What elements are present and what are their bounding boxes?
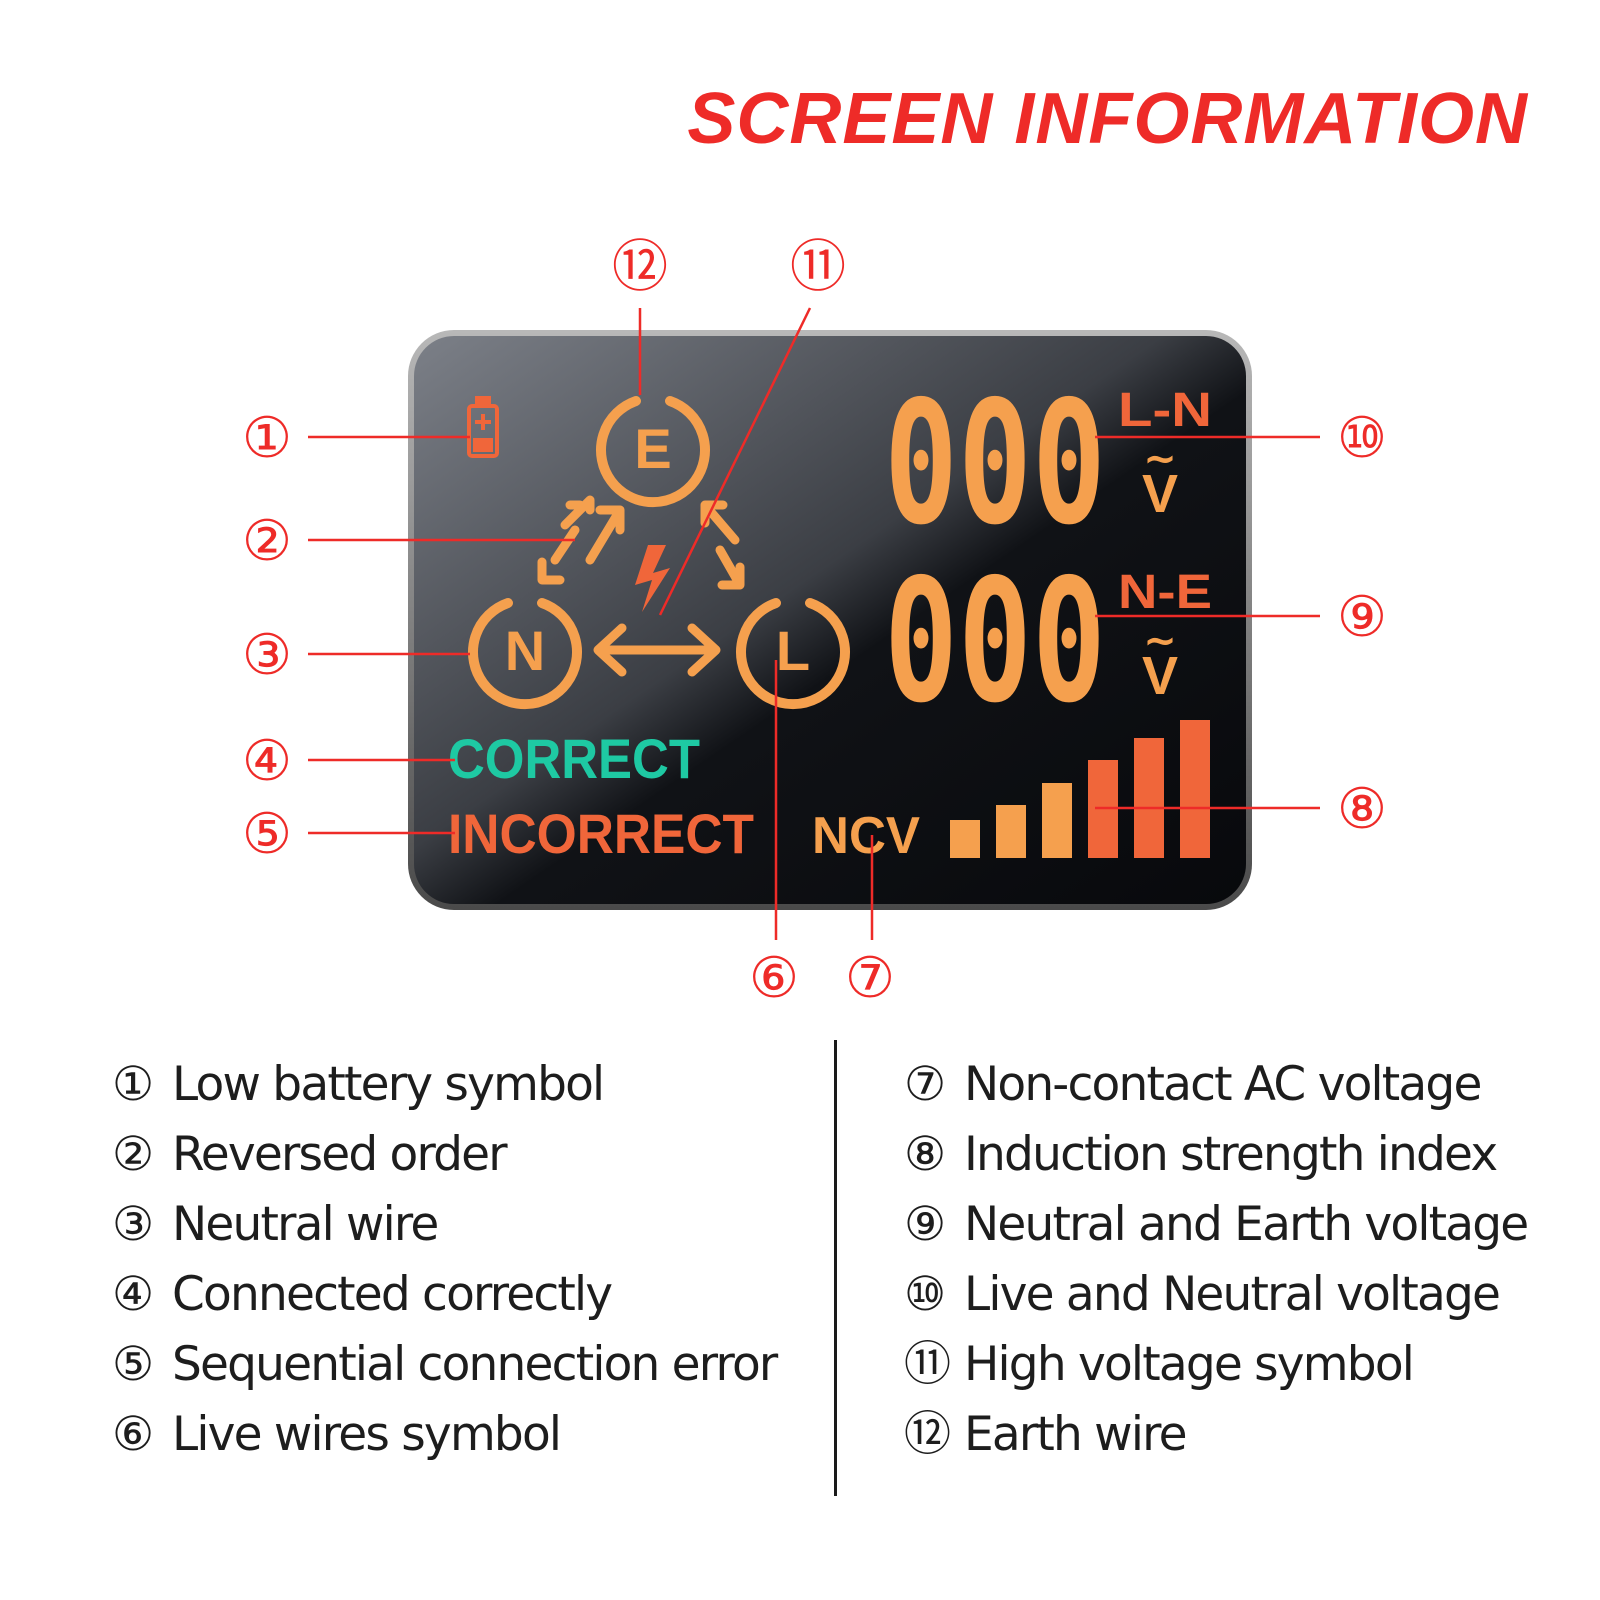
status-incorrect: INCORRECT: [448, 802, 754, 865]
legend-text: Induction strength index: [964, 1127, 1498, 1182]
callout-line-11: [658, 307, 812, 616]
ncv-bar-2: [996, 805, 1026, 858]
legend-num: ③: [112, 1197, 155, 1252]
legend-item: ⑨ Neutral and Earth voltage: [904, 1190, 1529, 1260]
callout-11: ⑪: [790, 235, 846, 300]
legend-text: Non-contact AC voltage: [964, 1057, 1482, 1112]
legend-text: Live and Neutral voltage: [964, 1267, 1501, 1322]
terminal-e-label: E: [634, 417, 671, 480]
terminal-e: E: [596, 396, 710, 508]
terminal-l: L: [736, 598, 850, 710]
callout-10: ⑩: [1337, 406, 1387, 471]
legend-num: ⑩: [904, 1267, 947, 1322]
legend-text: Reversed order: [172, 1127, 508, 1182]
ncv-bar-1: [950, 820, 980, 858]
callout-8: ⑧: [1337, 777, 1387, 842]
legend-item: ① Low battery symbol: [112, 1050, 776, 1120]
reading-top-ac-symbol: ~: [1143, 436, 1177, 482]
reading-bottom-value: 000: [884, 543, 1106, 741]
legend-item: ⑤ Sequential connection error: [112, 1330, 778, 1400]
legend-text: Sequential connection error: [172, 1337, 778, 1392]
legend-num: ⑧: [904, 1127, 947, 1182]
callout-2: ②: [242, 509, 292, 574]
legend-num: ④: [112, 1267, 155, 1322]
battery-low-icon: [467, 396, 499, 458]
reading-bottom-ac-symbol: ~: [1143, 618, 1177, 664]
legend-item: ② Reversed order: [112, 1120, 776, 1190]
legend-num: ⑨: [904, 1197, 947, 1252]
legend-text: Neutral and Earth voltage: [964, 1197, 1529, 1252]
legend-item: ⑧ Induction strength index: [904, 1120, 1527, 1190]
terminal-n-ring: [468, 598, 582, 710]
legend-item: ⑦ Non-contact AC voltage: [904, 1050, 1527, 1120]
legend-num: ⑤: [112, 1337, 155, 1392]
legend-text: Connected correctly: [172, 1267, 613, 1322]
legend-num: ⑫: [904, 1407, 951, 1462]
callout-4: ④: [242, 729, 292, 794]
terminal-n: N: [468, 598, 582, 710]
legend-text: Neutral wire: [172, 1197, 439, 1252]
callout-3: ③: [242, 623, 292, 688]
ncv-bar-5: [1134, 738, 1164, 858]
reading-top-value: 000: [884, 365, 1106, 563]
page-title: SCREEN INFORMATION: [687, 79, 1528, 159]
terminal-n-label: N: [505, 619, 545, 682]
legend-text: High voltage symbol: [964, 1337, 1415, 1392]
callout-6: ⑥: [749, 946, 799, 1011]
legend-left: ① Low battery symbol ② Reversed order ③ Neu…: [112, 1050, 778, 1470]
legend-num: ⑦: [904, 1057, 947, 1112]
legend-text: Low battery symbol: [172, 1057, 605, 1112]
legend-num: ①: [112, 1057, 155, 1112]
terminal-l-ring: [736, 598, 850, 710]
callout-1: ①: [242, 406, 292, 471]
reading-top-label: L-N: [1118, 384, 1212, 437]
legend-item: ③ Neutral wire: [112, 1190, 776, 1260]
legend-right: ⑦ Non-contact AC voltage ⑧ Induction stren…: [904, 1050, 1529, 1470]
status-correct: CORRECT: [448, 727, 700, 790]
callout-markers: ① ② ③ ④ ⑤ ⑥ ⑦ ⑧ ⑨ ⑩ ⑪ ⑫: [242, 235, 1387, 1011]
callout-5: ⑤: [242, 802, 292, 867]
legend-item: ⑩ Live and Neutral voltage: [904, 1260, 1527, 1330]
callout-12: ⑫: [612, 235, 668, 300]
legend-item: ⑥ Live wires symbol: [112, 1400, 776, 1470]
ncv-bar-6: [1180, 720, 1210, 858]
legend-item: ④ Connected correctly: [112, 1260, 776, 1330]
ncv-bar-3: [1042, 783, 1072, 858]
reading-bottom-label: N-E: [1118, 566, 1212, 619]
legend-divider: [834, 1040, 837, 1496]
reading-bottom-unit: V: [1142, 646, 1178, 706]
ncv-strength-bars: [950, 720, 1210, 858]
bidirectional-arrow-icon: [593, 623, 721, 677]
callout-9: ⑨: [1337, 585, 1387, 650]
legend-num: ⑥: [112, 1407, 155, 1462]
reading-top-unit: V: [1142, 464, 1178, 524]
legend-num: ②: [112, 1127, 155, 1182]
legend-text: Live wires symbol: [172, 1407, 562, 1462]
callout-lines: [308, 307, 1320, 940]
high-voltage-icon: [635, 545, 670, 612]
terminal-e-ring: [596, 396, 710, 508]
legend-num: ⑪: [904, 1337, 951, 1392]
legend-text: Earth wire: [964, 1407, 1187, 1462]
callout-7: ⑦: [845, 946, 895, 1011]
terminal-l-label: L: [776, 619, 810, 682]
ncv-label: NCV: [812, 807, 920, 865]
